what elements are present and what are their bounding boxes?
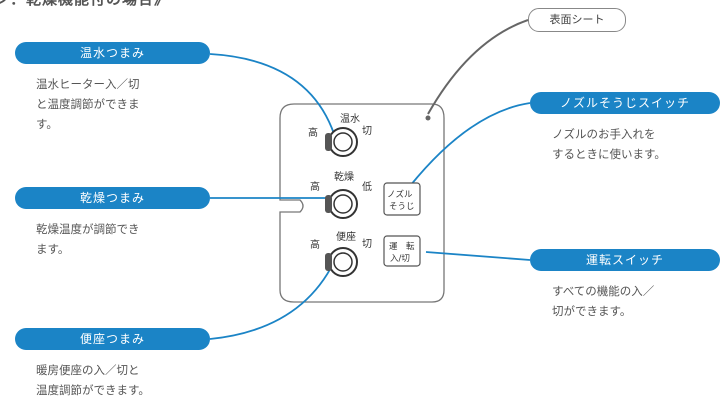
warm-water-knob[interactable] bbox=[325, 127, 358, 157]
callout-nozzle-switch: ノズルそうじスイッチ bbox=[530, 92, 720, 114]
dryer-knob[interactable] bbox=[325, 189, 358, 219]
section-heading: ン：乾燥機能付の場合》 bbox=[0, 0, 170, 9]
knob3-high: 高 bbox=[310, 238, 320, 251]
surface-sheet-label: 表面シート bbox=[528, 8, 626, 32]
leader-line-sheet bbox=[427, 19, 529, 115]
callout-seat-knob: 便座つまみ bbox=[15, 328, 210, 350]
leader-line-nozzle bbox=[409, 102, 531, 187]
run-switch[interactable] bbox=[383, 235, 421, 267]
callout-warm-water-knob: 温水つまみ bbox=[15, 42, 210, 64]
nozzle-switch-line1: ノズル bbox=[387, 189, 413, 200]
seat-knob[interactable] bbox=[325, 247, 358, 277]
knob2-low: 低 bbox=[362, 180, 372, 193]
knob2-high: 高 bbox=[310, 180, 320, 193]
callout-dryer-knob: 乾燥つまみ bbox=[15, 187, 210, 209]
callout-run-switch: 運転スイッチ bbox=[530, 249, 720, 271]
callout-warm-water-desc: 温水ヒーター入／切 と温度調節ができま す。 bbox=[36, 77, 140, 131]
leader-line-seat bbox=[209, 261, 335, 340]
knob1-high: 高 bbox=[308, 126, 318, 139]
callout-run-desc: すべての機能の入／ 切ができます。 bbox=[552, 284, 655, 318]
nozzle-cleaning-switch[interactable] bbox=[383, 182, 421, 216]
run-switch-line1: 運 転 bbox=[389, 242, 415, 252]
knob3-off: 切 bbox=[362, 238, 372, 250]
nozzle-switch-line2: そうじ bbox=[389, 202, 415, 212]
run-switch-line2: 入/切 bbox=[390, 254, 410, 264]
leader-line-warm-water bbox=[209, 53, 337, 141]
knob3-name: 便座 bbox=[336, 230, 356, 243]
knob1-off: 切 bbox=[362, 125, 372, 137]
leader-line-run bbox=[425, 251, 531, 261]
knob1-name: 温水 bbox=[340, 113, 360, 125]
knob2-name: 乾燥 bbox=[334, 170, 354, 183]
callout-dryer-desc: 乾燥温度が調節でき ます。 bbox=[36, 222, 140, 256]
callout-nozzle-desc: ノズルのお手入れを するときに使います。 bbox=[552, 127, 666, 161]
callout-seat-desc: 暖房便座の入／切と 温度調節ができます。 bbox=[36, 363, 150, 397]
